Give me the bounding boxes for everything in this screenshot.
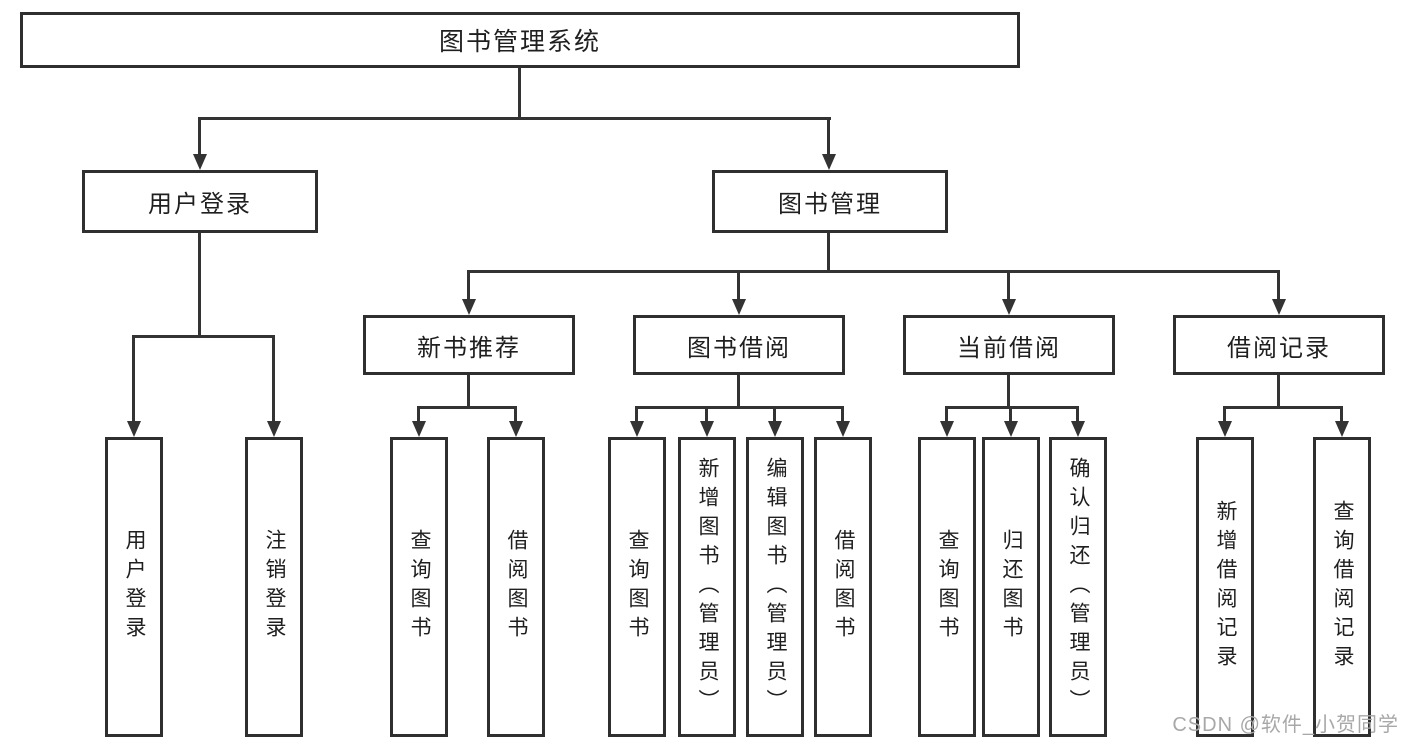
connector-drop-module: [737, 270, 740, 300]
leaf-add-books-admin: 新增图书（管理员）: [678, 437, 736, 737]
arrowhead-down-icon: [1002, 299, 1016, 315]
leaf-edit-books-admin: 编辑图书（管理员）: [746, 437, 804, 737]
arrowhead-down-icon: [822, 154, 836, 170]
leaf-confirm-return-admin: 确认归还（管理员）: [1049, 437, 1107, 737]
leaf-query-books-recommend: 查询图书: [390, 437, 448, 737]
node-current-borrow: 当前借阅: [903, 315, 1115, 375]
arrowhead-down-icon: [462, 299, 476, 315]
connector-split: [945, 406, 1079, 409]
connector-split: [1223, 406, 1343, 409]
arrowhead-down-icon: [768, 421, 782, 437]
csdn-watermark: CSDN @软件_小贺同学: [1172, 714, 1399, 736]
leaf-query-borrow-record: 查询借阅记录: [1313, 437, 1371, 737]
node-book-borrow: 图书借阅: [633, 315, 845, 375]
arrowhead-down-icon: [732, 299, 746, 315]
leaf-user-login: 用户登录: [105, 437, 163, 737]
arrowhead-down-icon: [509, 421, 523, 437]
connector-feed: [737, 375, 740, 408]
connector-drop-leaf: [705, 406, 708, 422]
leaf-add-borrow-record: 新增借阅记录: [1196, 437, 1254, 737]
connector-feed: [467, 375, 470, 408]
arrowhead-down-icon: [1071, 421, 1085, 437]
arrowhead-down-icon: [630, 421, 644, 437]
connector-feed: [1007, 375, 1010, 408]
connector-book-management-feed: [827, 233, 830, 272]
connector-drop-user-login: [198, 117, 201, 155]
arrowhead-down-icon: [127, 421, 141, 437]
connector-root-feed: [518, 67, 521, 118]
leaf-query-books-current: 查询图书: [918, 437, 976, 737]
arrowhead-down-icon: [700, 421, 714, 437]
node-new-book-recommend: 新书推荐: [363, 315, 575, 375]
arrowhead-down-icon: [267, 421, 281, 437]
connector-drop-book-management: [827, 117, 830, 155]
leaf-logout-login: 注销登录: [245, 437, 303, 737]
connector-split: [417, 406, 517, 409]
connector-split: [635, 406, 844, 409]
connector-drop-leaf: [841, 406, 844, 422]
connector-drop-leaf: [272, 335, 275, 422]
connector-feed: [1277, 375, 1280, 408]
connector-drop-module: [467, 270, 470, 300]
connector-drop-leaf: [773, 406, 776, 422]
connector-drop-leaf: [1076, 406, 1079, 422]
arrowhead-down-icon: [1218, 421, 1232, 437]
connector-drop-leaf: [514, 406, 517, 422]
connector-drop-leaf: [1223, 406, 1226, 422]
connector-drop-leaf: [1009, 406, 1012, 422]
connector-drop-leaf: [635, 406, 638, 422]
connector-drop-leaf: [132, 335, 135, 422]
leaf-return-books: 归还图书: [982, 437, 1040, 737]
connector-root-split: [198, 117, 831, 120]
node-book-management: 图书管理: [712, 170, 948, 233]
node-library-management-system: 图书管理系统: [20, 12, 1020, 68]
node-borrow-records: 借阅记录: [1173, 315, 1385, 375]
connector-drop-leaf: [945, 406, 948, 422]
leaf-query-books-borrow: 查询图书: [608, 437, 666, 737]
arrowhead-down-icon: [940, 421, 954, 437]
arrowhead-down-icon: [1335, 421, 1349, 437]
leaf-borrow-books: 借阅图书: [814, 437, 872, 737]
connector-user-login-split: [132, 335, 275, 338]
connector-drop-module: [1007, 270, 1010, 300]
leaf-borrow-books-recommend: 借阅图书: [487, 437, 545, 737]
arrowhead-down-icon: [193, 154, 207, 170]
arrowhead-down-icon: [1272, 299, 1286, 315]
connector-user-login-feed: [198, 233, 201, 337]
arrowhead-down-icon: [412, 421, 426, 437]
arrowhead-down-icon: [1004, 421, 1018, 437]
connector-drop-leaf: [417, 406, 420, 422]
arrowhead-down-icon: [836, 421, 850, 437]
connector-drop-leaf: [1340, 406, 1343, 422]
node-user-login: 用户登录: [82, 170, 318, 233]
connector-level3-split: [467, 270, 1280, 273]
connector-drop-module: [1277, 270, 1280, 300]
